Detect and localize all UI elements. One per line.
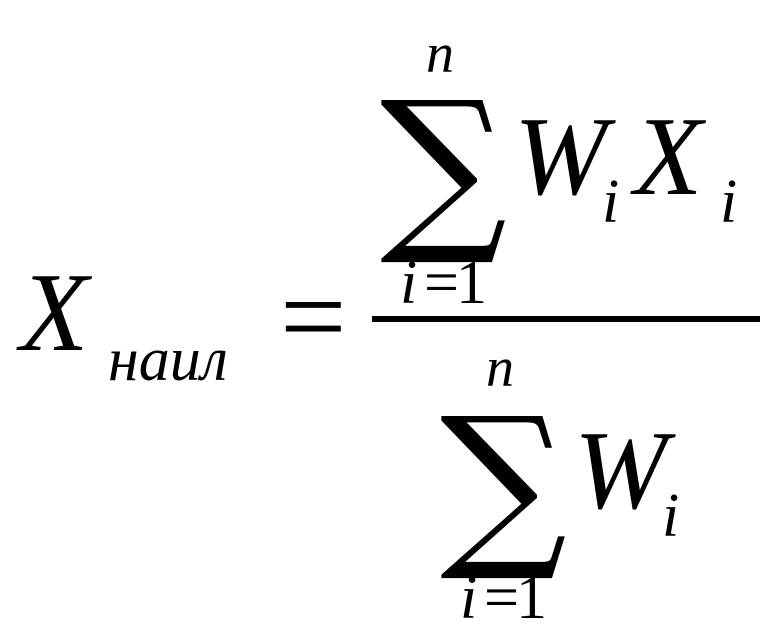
formula-lhs: X наил bbox=[16, 251, 228, 394]
denominator-lower-equals: = bbox=[484, 564, 519, 632]
numerator-lower-index: i bbox=[400, 249, 417, 317]
numerator-weight-index: i bbox=[602, 168, 619, 236]
lhs-variable: X bbox=[16, 251, 93, 375]
formula-numerator: n ∑ W i X i i = 1 bbox=[380, 23, 737, 317]
numerator-lower-equals: = bbox=[424, 249, 459, 317]
denominator-weight-index: i bbox=[662, 482, 679, 550]
numerator-sum-symbol: ∑ bbox=[380, 63, 507, 270]
denominator-sum-symbol: ∑ bbox=[440, 379, 567, 586]
denominator-upper-limit: n bbox=[486, 337, 514, 399]
numerator-weight: W bbox=[514, 95, 616, 219]
numerator-value: X bbox=[630, 95, 707, 219]
denominator-lower-index: i bbox=[460, 564, 477, 632]
numerator-lower-start: 1 bbox=[456, 249, 487, 317]
numerator-upper-limit: n bbox=[426, 23, 454, 85]
denominator-weight: W bbox=[574, 409, 676, 533]
formula-denominator: n ∑ W i i = 1 bbox=[440, 337, 679, 632]
lhs-subscript: наил bbox=[108, 326, 228, 394]
denominator-lower-start: 1 bbox=[516, 564, 547, 632]
equals-sign: = bbox=[280, 251, 347, 382]
numerator-value-index: i bbox=[720, 168, 737, 236]
